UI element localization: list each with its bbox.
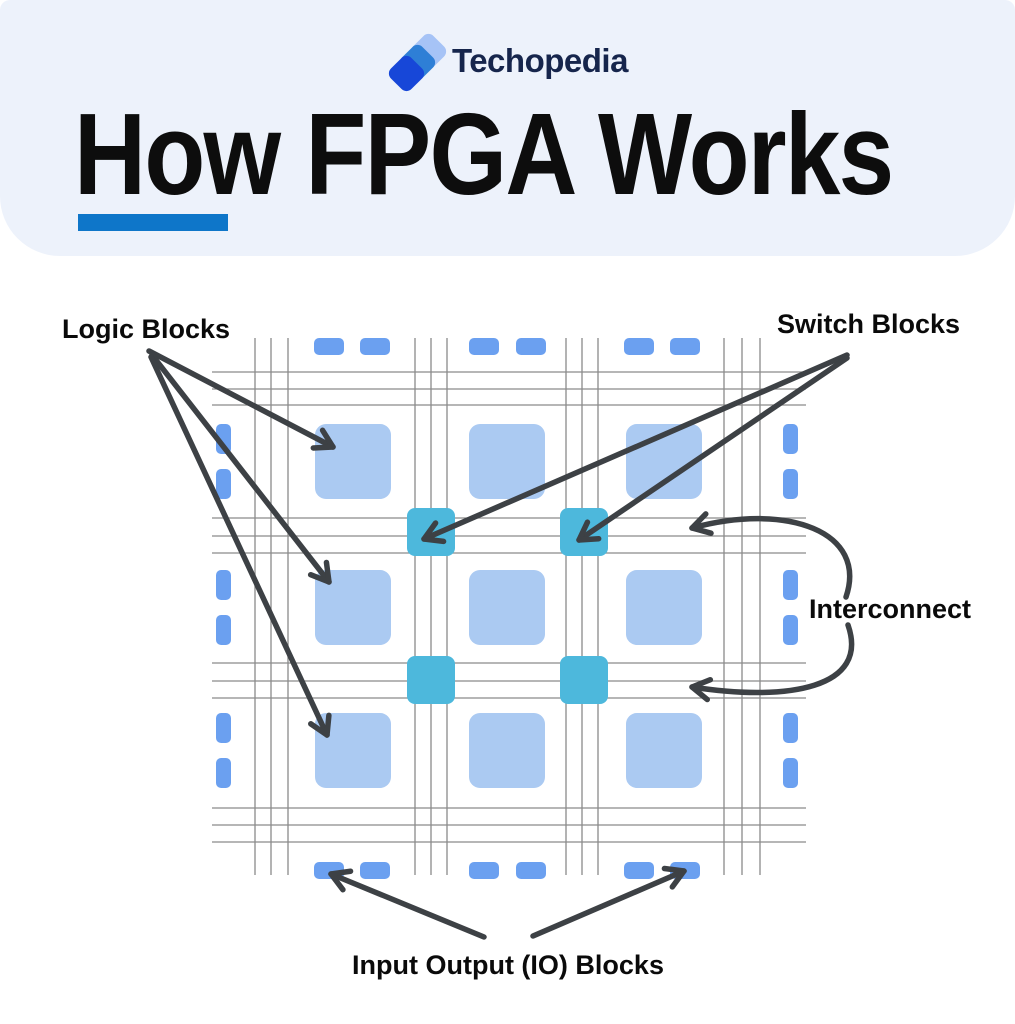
io-block-top xyxy=(516,338,546,355)
logic-blocks-arrow xyxy=(148,354,332,738)
io-block-top xyxy=(314,338,344,355)
io-block-top xyxy=(360,338,390,355)
title-underline xyxy=(78,214,228,231)
logic-block xyxy=(469,713,545,788)
io-blocks-label: Input Output (IO) Blocks xyxy=(352,950,664,980)
io-block-top xyxy=(670,338,700,355)
logic-blocks-arrow xyxy=(146,348,336,451)
vertical-routing-lines xyxy=(254,338,761,875)
page-title: How FPGA Works xyxy=(74,89,894,219)
switch-block xyxy=(560,656,608,704)
io-block-left xyxy=(216,713,231,743)
switch-block xyxy=(407,656,455,704)
io-block-left xyxy=(216,758,231,788)
io-block-left xyxy=(216,615,231,645)
io-block-right xyxy=(783,424,798,454)
logic-blocks-label: Logic Blocks xyxy=(62,314,231,344)
switch-blocks-label: Switch Blocks xyxy=(777,309,961,339)
logic-block xyxy=(469,424,545,499)
io-blocks-arrow xyxy=(530,865,687,939)
logic-block xyxy=(626,570,702,645)
io-block-bottom xyxy=(624,862,654,879)
io-block-right xyxy=(783,615,798,645)
io-block-top xyxy=(624,338,654,355)
brand-row: Techopedia xyxy=(0,30,1015,95)
logic-block xyxy=(469,570,545,645)
io-block-bottom xyxy=(469,862,499,879)
io-block-left xyxy=(216,570,231,600)
header-band: Techopedia How FPGA Works xyxy=(0,0,1015,256)
interconnect-label: Interconnect xyxy=(809,594,972,624)
io-block-right xyxy=(783,758,798,788)
io-block-right xyxy=(783,713,798,743)
io-block-right xyxy=(783,570,798,600)
io-block-bottom xyxy=(516,862,546,879)
io-blocks-arrow xyxy=(328,868,487,940)
io-block-right xyxy=(783,469,798,499)
logic-block xyxy=(626,713,702,788)
io-block-bottom xyxy=(360,862,390,879)
switch-blocks-arrow xyxy=(576,355,850,543)
interconnect-arrow xyxy=(689,622,855,703)
switch-blocks-arrow xyxy=(421,352,850,545)
io-block-left xyxy=(216,424,231,454)
brand-wordmark: Techopedia xyxy=(452,42,628,79)
logic-blocks-arrow xyxy=(149,352,332,585)
io-block-top xyxy=(469,338,499,355)
interconnect-arrow xyxy=(689,511,853,600)
io-block-left xyxy=(216,469,231,499)
